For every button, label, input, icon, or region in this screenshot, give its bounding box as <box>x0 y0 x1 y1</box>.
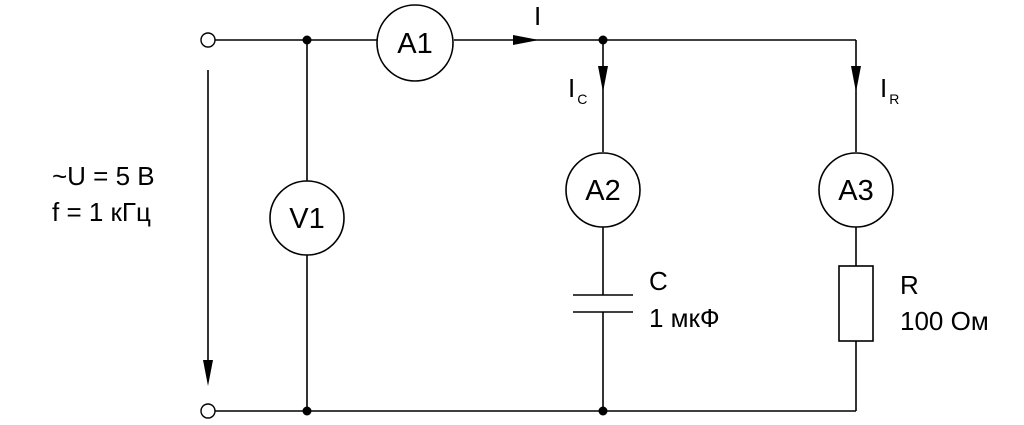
ammeter-a1 <box>376 4 454 82</box>
capacitor-current-main: I <box>568 73 575 103</box>
source-voltage-label: ~U = 5 В <box>52 161 155 191</box>
ammeter-a2-label: A2 <box>585 175 620 207</box>
resistor-body <box>838 265 874 342</box>
total-current-label: I <box>534 1 541 31</box>
resistor-name-label: R <box>900 270 919 300</box>
ammeter-a2 <box>565 152 641 228</box>
total-current-arrowhead <box>513 35 539 45</box>
ammeter-a3 <box>818 152 894 228</box>
junction-node-bottom-left <box>302 406 312 416</box>
input-terminal-bottom <box>200 403 216 419</box>
voltmeter-v1 <box>269 180 345 256</box>
resistor-current-arrowhead <box>851 66 861 92</box>
resistor-current-main: I <box>880 73 887 103</box>
source-frequency-label: f = 1 кГц <box>52 197 151 227</box>
capacitor-current-arrowhead <box>598 66 608 92</box>
capacitor-value-label: 1 мкФ <box>649 303 720 333</box>
junction-node-top-left <box>302 35 312 45</box>
junction-node-top-mid <box>598 35 608 45</box>
ammeter-a1-label: A1 <box>397 28 432 60</box>
input-terminal-top <box>200 32 216 48</box>
source-voltage-arrowhead <box>203 360 213 386</box>
resistor-value-label: 100 Ом <box>900 306 989 336</box>
capacitor-current-subscript: C <box>577 91 587 107</box>
capacitor-name-label: C <box>649 266 668 296</box>
ammeter-a3-label: A3 <box>838 175 873 207</box>
junction-node-bottom-mid <box>598 406 608 416</box>
resistor-current-subscript: R <box>889 91 899 107</box>
voltmeter-v1-label: V1 <box>289 203 324 235</box>
